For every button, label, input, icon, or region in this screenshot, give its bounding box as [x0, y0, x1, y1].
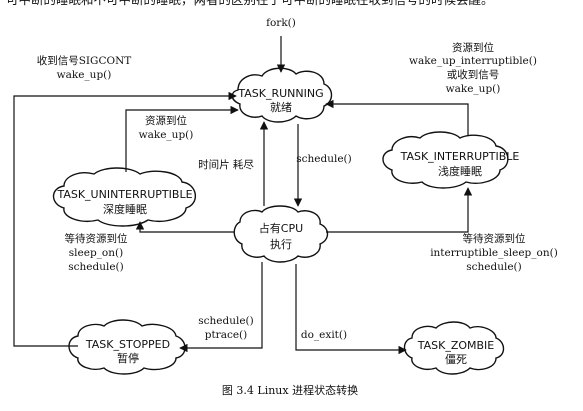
do-exit-label: do_exit()	[301, 329, 347, 341]
interruptible-sleep-on-label: interruptible_sleep_on()	[430, 247, 558, 259]
node-task-uninterruptible: TASK_UNINTERRUPTIBLE 深度睡眠	[52, 167, 196, 227]
wait-right-label: 等待资源到位	[463, 232, 526, 245]
node-label: 僵死	[445, 353, 467, 366]
edge-stopped-to-running	[13, 91, 237, 347]
wakeup-right-label: wake_up()	[446, 83, 501, 95]
timeslice-label: 时间片 耗尽	[198, 158, 254, 171]
edge-cpu-to-stopped	[179, 262, 263, 353]
node-name: TASK_UNINTERRUPTIBLE	[56, 188, 192, 201]
wakeup-left-label: wake_up()	[139, 129, 194, 141]
cloud-shape	[52, 167, 196, 227]
node-task-zombie: TASK_ZOMBIE 僵死	[403, 321, 505, 375]
node-label: 深度睡眠	[103, 202, 147, 216]
resource-ready-right-label: 资源到位	[452, 41, 494, 54]
resource-ready-left-label: 资源到位	[145, 114, 187, 127]
node-task-interruptible: TASK_INTERRUPTIBLE 浅度睡眠	[382, 131, 520, 189]
intro-text: 可中断的睡眠和不可中断的睡眠，两者的区别在于可中断的睡眠在收到信号的时候会醒。	[6, 0, 581, 8]
figure-caption: 图 3.4 Linux 进程状态转换	[222, 383, 358, 397]
edge-cpu-to-uninterruptible	[135, 221, 234, 233]
edge-cpu-to-interruptible	[326, 187, 473, 233]
node-label: 暂停	[117, 351, 139, 365]
node-name: TASK_STOPPED	[85, 338, 170, 351]
node-name: TASK_RUNNING	[237, 87, 323, 100]
cloud-shape	[403, 321, 505, 375]
schedule-label: schedule()	[296, 153, 352, 165]
node-label: 执行	[270, 237, 292, 251]
node-name: TASK_ZOMBIE	[417, 339, 495, 352]
node-task-running: TASK_RUNNING 就绪	[231, 67, 333, 123]
cloud-shape	[68, 319, 186, 375]
edge-uninterruptible-to-running	[125, 105, 239, 172]
sigcont-wakeup-label: wake_up()	[57, 69, 112, 81]
or-signal-label: 或收到信号	[447, 68, 500, 81]
node-name: TASK_INTERRUPTIBLE	[400, 150, 520, 163]
sigcont-label: 收到信号SIGCONT	[37, 54, 132, 67]
wait-left-label: 等待资源到位	[65, 232, 128, 245]
node-task-stopped: TASK_STOPPED 暂停	[68, 319, 186, 375]
sleep-on-label: sleep_on()	[69, 247, 123, 259]
cloud-shape	[231, 67, 333, 123]
edge-cpu-to-zombie	[295, 264, 407, 355]
ptrace-label: ptrace()	[205, 329, 248, 341]
wakeup-interruptible-label: wake_up_interruptible()	[409, 55, 537, 67]
fork-label: fork()	[266, 17, 296, 29]
schedule-right-label: schedule()	[466, 261, 522, 273]
node-cpu: 占有CPU 执行	[233, 205, 329, 263]
schedule-left-label: schedule()	[68, 261, 124, 273]
cloud-shape	[233, 205, 329, 263]
node-name: 占有CPU	[259, 221, 303, 235]
stop-schedule-label: schedule()	[198, 315, 254, 327]
edge-interruptible-to-running	[325, 99, 469, 136]
cloud-shape	[382, 131, 509, 189]
node-label: 浅度睡眠	[438, 164, 482, 178]
node-label: 就绪	[270, 100, 292, 114]
